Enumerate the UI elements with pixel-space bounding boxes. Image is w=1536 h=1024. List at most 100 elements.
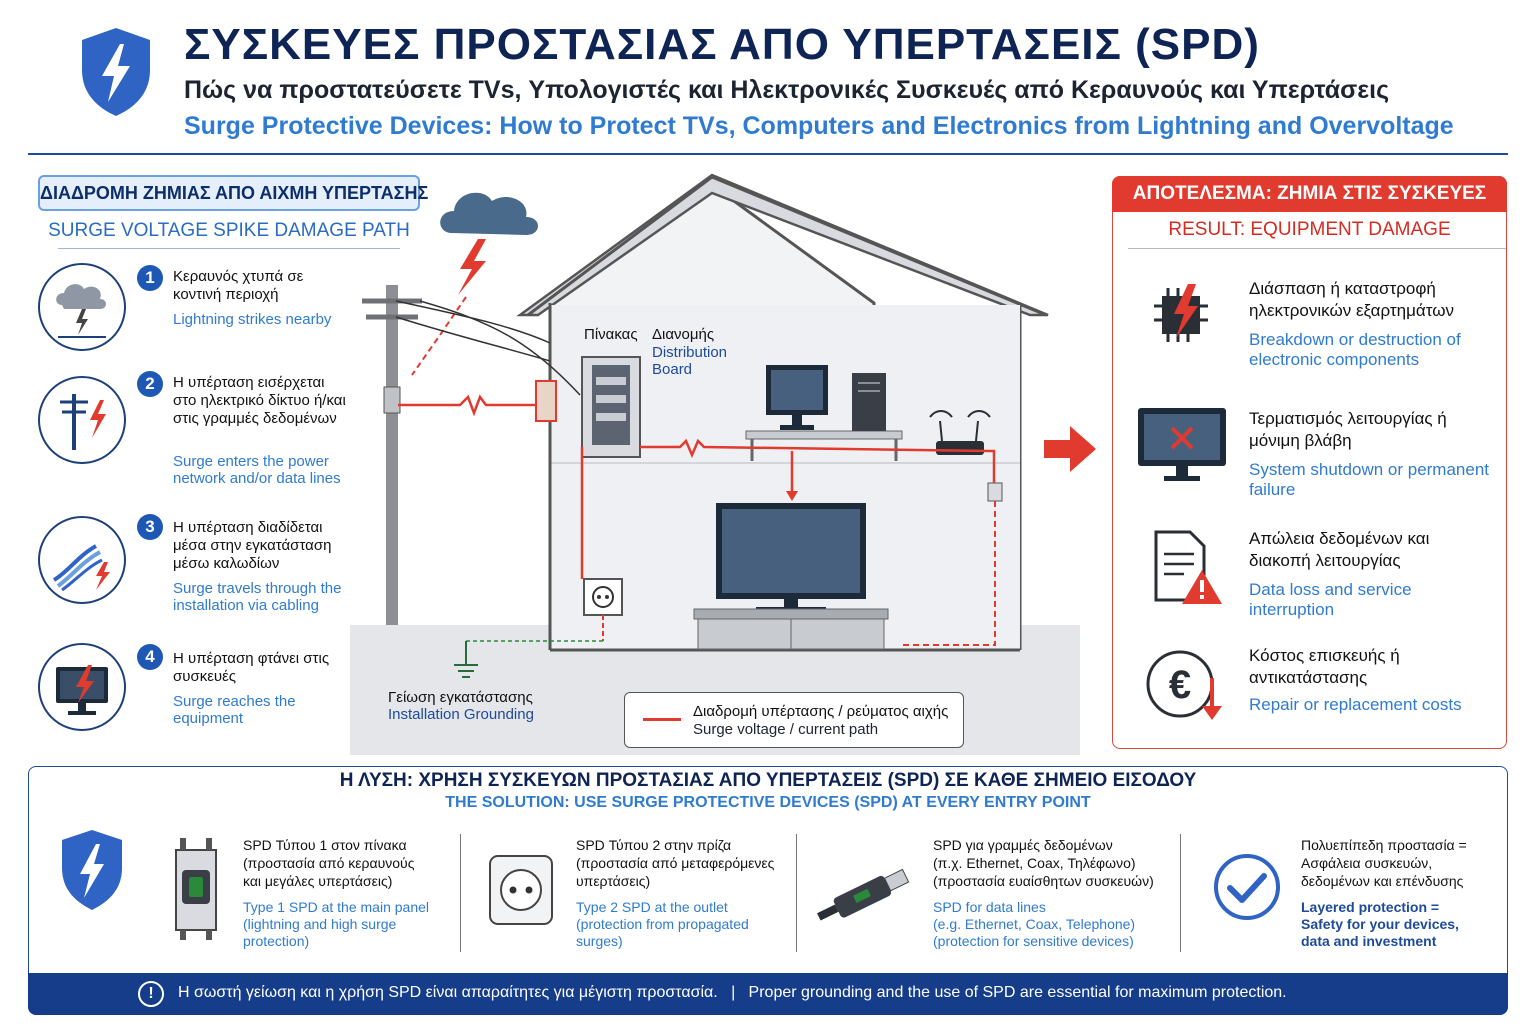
damage-path-title: ΔΙΑΔΡΟΜΗ ΖΗΜΙΑΣ ΑΠΟ ΑΙΧΜΗ ΥΠΕΡΤΑΣΗΣ xyxy=(38,175,428,211)
euro-cost-icon: € xyxy=(1146,650,1222,720)
solution-2-greek-line-3: υπερτάσεις) xyxy=(576,873,651,889)
result-2-english: System shutdown or permanent failure xyxy=(1249,460,1490,499)
house-illustration xyxy=(350,173,1080,755)
solution-3-greek-line-3: (προστασία ευαίσθητων συσκευών) xyxy=(933,873,1154,889)
step-2-icon-circle xyxy=(38,376,126,464)
result-1-greek: Διάσπαση ή καταστροφή ηλεκτρονικών εξαρτ… xyxy=(1249,279,1454,320)
step-4-text-greek: Η υπέρταση φτάνει στις συσκευές xyxy=(173,650,330,685)
solution-4-english-line-1: Layered protection = xyxy=(1301,899,1440,915)
solution-1-english-line-2: (lightning and high surge xyxy=(243,916,397,932)
shield-lightning-icon xyxy=(82,28,150,116)
result-divider xyxy=(1128,248,1506,249)
result-1-english: Breakdown or destruction of electronic c… xyxy=(1249,330,1461,369)
outlet-icon xyxy=(489,855,553,925)
step-3-icon-circle xyxy=(38,516,126,604)
damage-path-subtitle: SURGE VOLTAGE SPIKE DAMAGE PATH xyxy=(48,220,410,241)
svg-text:€: € xyxy=(1169,663,1191,707)
step-1-icon-circle xyxy=(38,263,126,351)
solution-2-english-line-2: (protection from propagated xyxy=(576,916,749,932)
solution-1-greek-line-1: SPD Τύπου 1 στον πίνακα xyxy=(243,837,407,853)
page-subtitle-greek: Πώς να προστατεύσετε TVs, Υπολογιστές κα… xyxy=(184,76,1390,104)
footer-bar xyxy=(28,973,1508,1015)
page-title: ΣΥΣΚΕΥΕΣ ΠΡΟΣΤΑΣΙΑΣ ΑΠΟ ΥΠΕΡΤΑΣΕΙΣ (SPD) xyxy=(184,20,1260,69)
legend-swatch xyxy=(643,718,681,721)
board-label-english-2: Board xyxy=(652,361,693,378)
broken-monitor-icon xyxy=(1138,408,1226,481)
legend-text-greek: Διαδρομή υπέρτασης / ρεύματος αιχής xyxy=(693,703,949,720)
damaged-monitor-icon xyxy=(56,665,108,715)
router xyxy=(936,441,984,455)
solution-divider-1 xyxy=(460,834,461,952)
solution-1-greek-line-3: και μεγάλες υπερτάσεις) xyxy=(243,873,393,889)
solution-4-english-line-3: data and investment xyxy=(1301,933,1437,949)
info-exclamation-icon: ! xyxy=(138,981,164,1007)
solution-4-greek-line-2: Ασφάλεια συσκευών, xyxy=(1301,855,1433,871)
solution-title: Η ΛΥΣΗ: ΧΡΗΣΗ ΣΥΣΚΕΥΩΝ ΠΡΟΣΤΑΣΙΑΣ ΑΠΟ ΥΠ… xyxy=(339,770,1197,791)
power-pole-icon xyxy=(60,394,106,450)
desk xyxy=(745,430,903,440)
surge-path-legend: Διαδρομή υπέρτασης / ρεύματος αιχής Surg… xyxy=(624,692,964,748)
step-2-number: 2 xyxy=(137,371,163,397)
document-warning-icon xyxy=(1154,530,1222,604)
din-rail-spd-icon xyxy=(175,838,217,940)
solution-3-greek-line-2: (π.χ. Ethernet, Coax, Τηλέφωνο) xyxy=(933,855,1136,871)
wall-outlet xyxy=(583,578,623,616)
result-4-greek: Κόστος επισκευής ή αντικατάστασης xyxy=(1249,646,1400,687)
legend-text-english: Surge voltage / current path xyxy=(693,721,879,738)
step-4-number: 4 xyxy=(137,644,163,670)
lightning-cloud-icon xyxy=(56,284,106,338)
step-1-text-english: Lightning strikes nearby xyxy=(173,311,332,328)
solution-3-english-line-1: SPD for data lines xyxy=(933,899,1046,915)
solution-1-greek-line-2: (προστασία από κεραυνούς xyxy=(243,855,415,871)
result-3-english: Data loss and service interruption xyxy=(1249,580,1412,619)
solution-4-english-line-2: Safety for your devices, xyxy=(1301,916,1459,932)
solution-1-english-line-3: protection) xyxy=(243,933,310,949)
solution-4-greek-line-3: δεδομένων και επένδυσης xyxy=(1301,873,1464,889)
damage-path-divider xyxy=(58,248,400,249)
step-2-text-english: Surge enters the power network and/or da… xyxy=(173,453,341,487)
step-1-number: 1 xyxy=(137,265,163,291)
grounding-label-greek: Γείωση εγκατάστασης xyxy=(388,689,533,706)
solution-divider-3 xyxy=(1180,834,1181,952)
step-2-text-greek: Η υπέρταση εισέρχεται στο ηλεκτρικό δίκτ… xyxy=(173,374,346,427)
solution-3-greek-line-1: SPD για γραμμές δεδομένων xyxy=(933,837,1113,853)
grounding-label-english: Installation Grounding xyxy=(388,706,534,723)
solution-subtitle: THE SOLUTION: USE SURGE PROTECTIVE DEVIC… xyxy=(445,794,1091,811)
step-4-icon-circle xyxy=(38,643,126,731)
solution-divider-2 xyxy=(796,834,797,952)
house-roof xyxy=(516,173,1049,317)
step-3-text-greek: Η υπέρταση διαδίδεται μέσα στην εγκατάστ… xyxy=(173,519,332,572)
solution-4-greek-line-1: Πολυεπίπεδη προστασία = xyxy=(1301,837,1467,853)
solution-2-greek-line-1: SPD Τύπου 2 στην πρίζα xyxy=(576,837,732,853)
solution-3-english-line-2: (e.g. Ethernet, Coax, Telephone) xyxy=(933,916,1136,932)
solution-2-english-line-3: surges) xyxy=(576,933,623,949)
lightning-bolt-icon xyxy=(458,239,486,295)
tv-stand xyxy=(693,608,889,620)
board-label-english-1: Distribution xyxy=(652,344,728,361)
result-2-greek: Τερματισμός λειτουργίας ή μόνιμη βλάβη xyxy=(1249,409,1447,450)
result-subtitle: RESULT: EQUIPMENT DAMAGE xyxy=(1168,219,1451,240)
result-3-greek: Απώλεια δεδομένων και διακοπή λειτουργία… xyxy=(1249,529,1430,570)
data-line-spd-icon xyxy=(817,868,910,921)
data-line-spd xyxy=(987,482,1003,502)
utility-pole xyxy=(386,285,398,625)
damaged-chip-icon xyxy=(1154,284,1208,342)
cables-icon xyxy=(52,544,110,592)
entry-spd-box xyxy=(535,380,557,422)
result-arrow-icon xyxy=(1044,426,1096,472)
result-title: ΑΠΟΤΕΛΕΣΜΑ: ΖΗΜΙΑ ΣΤΙΣ ΣΥΣΚΕΥΕΣ xyxy=(1112,176,1507,212)
storm-cloud-icon xyxy=(440,192,538,235)
solution-shield-icon xyxy=(62,830,122,910)
step-1-text-greek: Κεραυνός χτυπά σε κοντινή περιοχή xyxy=(173,268,304,303)
computer-tower xyxy=(852,373,886,431)
solution-2-english-line-1: Type 2 SPD at the outlet xyxy=(576,899,728,915)
footer-note: Η σωστή γείωση και η χρήση SPD είναι απα… xyxy=(178,984,1287,1001)
solution-2-greek-line-2: (προστασία από μεταφερόμενες xyxy=(576,855,775,871)
step-3-text-english: Surge travels through the installation v… xyxy=(173,580,342,614)
board-label-greek-1: Πίνακας xyxy=(584,326,638,343)
board-label-greek-2: Διανομής xyxy=(652,326,715,343)
solution-3-english-line-3: (protection for sensitive devices) xyxy=(933,933,1134,949)
checkmark-icon xyxy=(1214,854,1280,920)
step-3-number: 3 xyxy=(137,514,163,540)
result-4-english: Repair or replacement costs xyxy=(1249,695,1462,714)
